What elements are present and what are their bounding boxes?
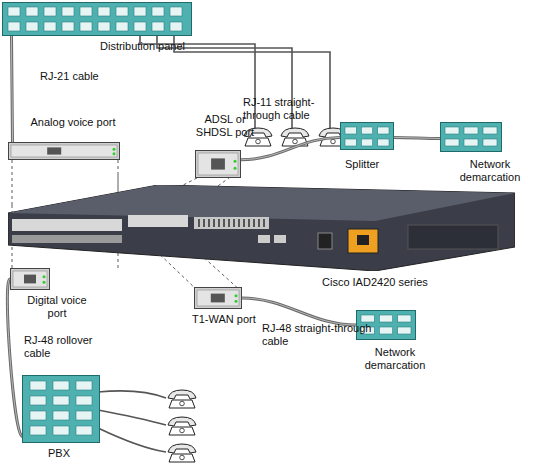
equipment-box: Network demarcation — [440, 122, 502, 152]
telephone — [168, 390, 196, 462]
pbx-box — [22, 375, 100, 443]
equipment-box: Distribution panel — [2, 2, 192, 36]
device-label: Digital voice port — [22, 294, 92, 319]
router: Cisco IAD2420 series — [8, 185, 515, 271]
equipment-box: PBX — [22, 375, 100, 443]
cable — [394, 137, 440, 138]
cable — [241, 137, 340, 159]
distribution-panel — [2, 2, 192, 36]
cable-highlight — [7, 279, 22, 436]
port-module — [194, 287, 242, 309]
port-module: ADSL or SHDSL port — [195, 150, 241, 178]
cable-highlight — [241, 137, 340, 159]
cable-highlight — [394, 137, 440, 138]
device-label: T1-WAN port — [192, 313, 272, 326]
device-label: Analog voice port — [28, 116, 118, 129]
port-module: T1-WAN port — [194, 287, 242, 309]
port-module — [195, 150, 241, 178]
cable-highlight — [242, 298, 356, 325]
cable-highlight — [11, 36, 13, 142]
cable — [7, 279, 22, 436]
cable — [10, 36, 14, 142]
device-label: PBX — [48, 447, 88, 460]
port-module — [10, 268, 50, 290]
router-chassis — [8, 185, 515, 271]
cable-label: RJ-11 straight-through cable — [243, 96, 343, 121]
device-label: Network demarcation — [355, 346, 435, 371]
wall-box — [440, 122, 502, 152]
cable-label: RJ-48 rollover cable — [24, 334, 96, 359]
port-module: Digital voice port — [10, 268, 50, 290]
device-label: Distribution panel — [100, 40, 210, 53]
equipment-box: Splitter — [340, 122, 394, 150]
cable — [242, 298, 356, 325]
cable-label: RJ-48 straight-through cable — [262, 322, 377, 347]
cable-label: RJ-21 cable — [40, 70, 130, 83]
device-label: Cisco IAD2420 series — [322, 276, 452, 289]
port-module — [8, 142, 120, 160]
device-label: Network demarcation — [450, 158, 530, 183]
device-label: Splitter — [345, 158, 405, 171]
port-module: Analog voice port — [8, 142, 120, 160]
wall-box — [340, 122, 394, 150]
phone-wire — [98, 391, 166, 452]
